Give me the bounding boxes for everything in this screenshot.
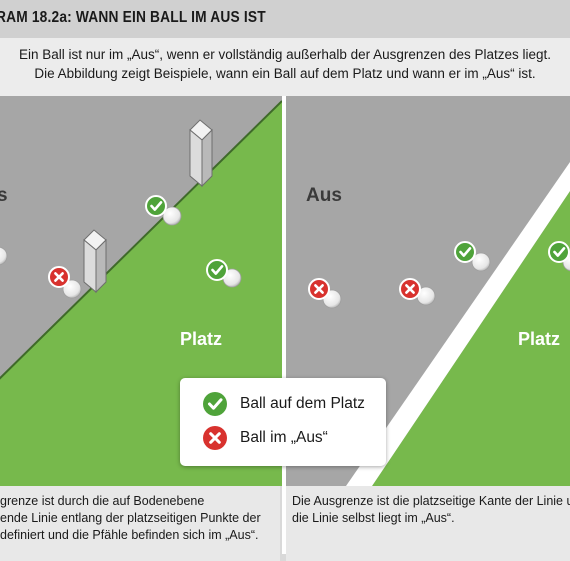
ball <box>162 206 182 226</box>
ball <box>471 252 491 272</box>
check-icon <box>203 392 227 416</box>
legend-out-label: Ball im „Aus“ <box>240 429 328 446</box>
caption-left-line: ende Linie entlang der platzseitigen Pun… <box>0 511 261 525</box>
caption-left: grenze ist durch die auf Bodenebene ende… <box>0 486 280 561</box>
check-icon <box>454 241 476 263</box>
page-title: RAM 18.2a: WANN EIN BALL IM AUS IST <box>0 9 266 26</box>
check-icon <box>206 259 228 281</box>
left-boundary-line <box>0 100 282 380</box>
title-bar: RAM 18.2a: WANN EIN BALL IM AUS IST <box>0 0 570 38</box>
check-icon <box>145 195 167 217</box>
intro-text: Ein Ball ist nur im „Aus“, wenn er volls… <box>0 38 570 96</box>
right-platz-label: Platz <box>518 329 560 349</box>
cross-icon <box>203 426 227 450</box>
legend-item-in: Ball auf dem Platz <box>202 390 365 418</box>
right-out-label: Aus <box>306 185 342 206</box>
panel-divider <box>282 96 286 554</box>
caption-left-line: definiert und die Pfähle befinden sich i… <box>0 528 259 542</box>
check-icon <box>548 241 570 263</box>
caption-right-line: Die Ausgrenze ist die platzseitige Kante… <box>292 494 570 508</box>
ball <box>0 246 8 266</box>
legend-box: Ball auf dem Platz Ball im „Aus“ <box>180 378 386 466</box>
intro-line-1: Ein Ball ist nur im „Aus“, wenn er volls… <box>18 47 552 62</box>
caption-right-line: die Linie selbst liegt im „Aus“. <box>292 511 455 525</box>
caption-left-line: grenze ist durch die auf Bodenebene <box>0 494 205 508</box>
legend-item-out: Ball im „Aus“ <box>202 424 328 452</box>
ball <box>62 279 82 299</box>
stake-tall <box>189 119 213 188</box>
legend-in-label: Ball auf dem Platz <box>240 395 365 412</box>
cross-icon <box>308 278 330 300</box>
caption-right: Die Ausgrenze ist die platzseitige Kante… <box>286 486 570 561</box>
cross-icon <box>399 278 421 300</box>
right-boundary-line <box>346 162 570 486</box>
intro-line-2: Die Abbildung zeigt Beispiele, wann ein … <box>34 66 536 81</box>
cross-icon <box>48 266 70 288</box>
left-platz-label: Platz <box>180 329 222 349</box>
left-out-label: s <box>0 185 8 206</box>
stake-short <box>83 229 107 294</box>
